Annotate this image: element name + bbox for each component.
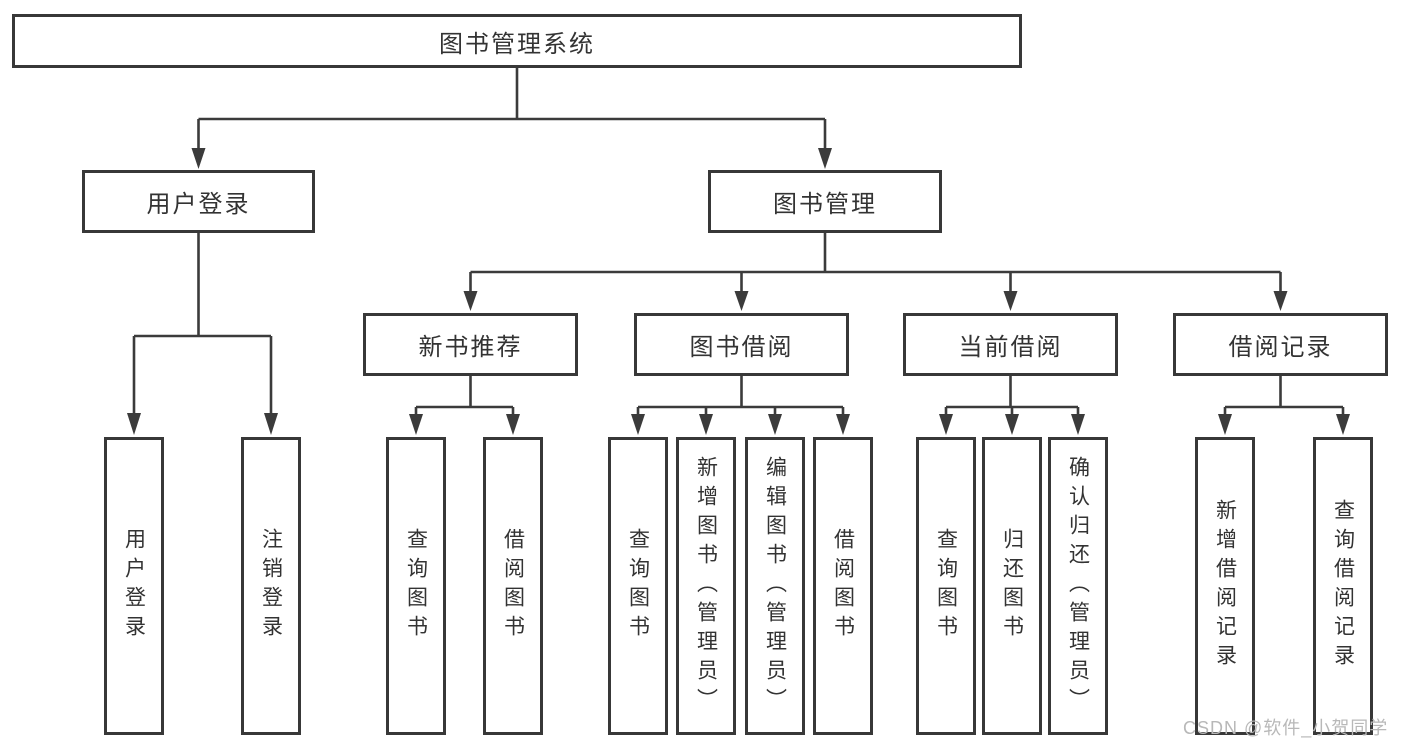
leaf-label: 查询图书 — [404, 528, 428, 644]
leaf-label: 查询借阅记录 — [1331, 499, 1355, 673]
node-borrow-records: 借阅记录 — [1173, 313, 1388, 376]
node-library-system: 图书管理系统 — [12, 14, 1022, 68]
leaf-borrow-books-recommend: 借阅图书 — [483, 437, 543, 735]
csdn-watermark: CSDN @软件_小贺同学 — [1183, 718, 1389, 738]
leaf-label: 编辑图书（管理员） — [763, 455, 787, 717]
leaf-label: 借阅图书 — [501, 528, 525, 644]
node-user-login: 用户登录 — [82, 170, 315, 233]
leaf-label: 新增借阅记录 — [1213, 499, 1237, 673]
leaf-label: 确认归还（管理员） — [1066, 455, 1090, 717]
leaf-add-books-admin: 新增图书（管理员） — [676, 437, 736, 735]
leaf-query-books-recommend: 查询图书 — [386, 437, 446, 735]
leaf-label: 查询图书 — [934, 528, 958, 644]
leaf-edit-books-admin: 编辑图书（管理员） — [745, 437, 805, 735]
leaf-label: 借阅图书 — [831, 528, 855, 644]
leaf-label: 新增图书（管理员） — [694, 455, 718, 717]
leaf-user-login: 用户登录 — [104, 437, 164, 735]
node-book-management: 图书管理 — [708, 170, 942, 233]
leaf-query-books-current: 查询图书 — [916, 437, 976, 735]
leaf-label: 注销登录 — [259, 528, 283, 644]
leaf-return-books: 归还图书 — [982, 437, 1042, 735]
leaf-add-borrow-record: 新增借阅记录 — [1195, 437, 1255, 735]
leaf-confirm-return-admin: 确认归还（管理员） — [1048, 437, 1108, 735]
node-current-borrow: 当前借阅 — [903, 313, 1118, 376]
leaf-borrow-books: 借阅图书 — [813, 437, 873, 735]
leaf-label: 查询图书 — [626, 528, 650, 644]
leaf-query-borrow-record: 查询借阅记录 — [1313, 437, 1373, 735]
node-new-book-recommend: 新书推荐 — [363, 313, 578, 376]
leaf-query-books-borrow: 查询图书 — [608, 437, 668, 735]
leaf-label: 归还图书 — [1000, 528, 1024, 644]
leaf-label: 用户登录 — [122, 528, 146, 644]
node-book-borrow: 图书借阅 — [634, 313, 849, 376]
leaf-logout: 注销登录 — [241, 437, 301, 735]
